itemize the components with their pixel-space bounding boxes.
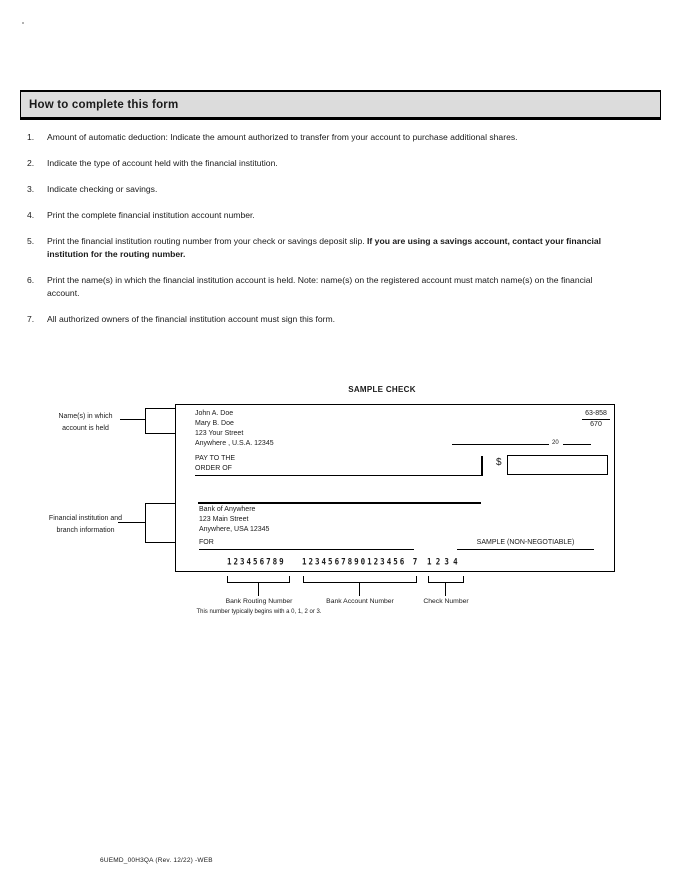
pay-to-line2: ORDER OF xyxy=(195,465,232,472)
micr-account-number: 1234567890123456 7 xyxy=(302,556,420,567)
routing-caption: Bank Routing Number xyxy=(225,598,293,605)
item-text: Indicate checking or savings. xyxy=(47,184,158,194)
callout-bank-line2: branch information xyxy=(56,526,115,534)
for-line xyxy=(199,549,414,550)
callout-names-bracket xyxy=(145,408,175,434)
item-number: 4. xyxy=(27,210,35,220)
payee-line-end-tick xyxy=(481,456,483,476)
item-number: 1. xyxy=(27,132,35,142)
item-text: Indicate the type of account held with t… xyxy=(47,158,278,168)
check-payor-block: John A. Doe Mary B. Doe 123 Your Street … xyxy=(195,409,274,449)
item-text: All authorized owners of the financial i… xyxy=(47,314,336,324)
item-text-normal: Print the financial institution routing … xyxy=(47,236,368,246)
instruction-item-6: 6. Print the name(s) in which the financ… xyxy=(27,274,612,300)
item-number: 3. xyxy=(27,184,35,194)
instruction-item-7: 7. All authorized owners of the financia… xyxy=(27,313,612,326)
routing-bracket-stem xyxy=(258,583,260,596)
callout-names-connector-line xyxy=(120,419,145,421)
sample-check-title: SAMPLE CHECK xyxy=(348,385,416,394)
fraction-numerator: 63-858 xyxy=(582,409,610,420)
item-text: Print the name(s) in which the financial… xyxy=(47,275,593,298)
item-number: 7. xyxy=(27,314,35,324)
for-label: FOR xyxy=(199,539,214,546)
item-text: Amount of automatic deduction: Indicate … xyxy=(47,132,518,142)
item-text-bold: If you are using a savings account, cont… xyxy=(47,236,602,259)
date-line xyxy=(452,444,549,445)
date-year-line xyxy=(563,444,591,445)
bank-separator-line xyxy=(198,502,481,504)
payee-line xyxy=(195,475,482,476)
dollar-sign: $ xyxy=(496,457,502,468)
payor-name-2: Mary B. Doe xyxy=(195,420,234,427)
check-number-bracket-stem xyxy=(445,583,447,596)
payor-city: Anywhere , U.S.A. 12345 xyxy=(195,440,274,447)
check-number-caption: Check Number xyxy=(423,598,469,605)
check-bank-block: Bank of Anywhere 123 Main Street Anywher… xyxy=(199,505,269,535)
instruction-item-3: 3. Indicate checking or savings. xyxy=(27,183,612,196)
callout-bank-connector-line xyxy=(118,522,145,524)
account-bracket-stem xyxy=(359,583,361,596)
fraction-denominator: 670 xyxy=(590,421,602,428)
callout-names-line1: Name(s) in which xyxy=(58,413,113,420)
instruction-item-2: 2. Indicate the type of account held wit… xyxy=(27,157,612,170)
callout-names-label: Name(s) in which account is held xyxy=(38,411,133,434)
instruction-item-4: 4. Print the complete financial institut… xyxy=(27,209,612,222)
signature-line xyxy=(457,549,594,550)
pay-to-block: PAY TO THE ORDER OF xyxy=(195,454,235,474)
routing-bracket xyxy=(227,576,290,583)
item-number: 2. xyxy=(27,158,35,168)
scan-artifact-dot xyxy=(22,22,24,24)
payor-street: 123 Your Street xyxy=(195,430,244,437)
check-routing-fraction: 63-858 670 xyxy=(582,409,610,430)
section-title: How to complete this form xyxy=(29,98,179,111)
bank-name: Bank of Anywhere xyxy=(199,506,256,513)
sample-check: John A. Doe Mary B. Doe 123 Your Street … xyxy=(175,404,615,572)
callout-names-line2: account is held xyxy=(62,424,109,432)
callout-bank-line1: Financial institution and xyxy=(48,515,123,522)
pay-to-line1: PAY TO THE xyxy=(195,455,236,462)
account-caption: Bank Account Number xyxy=(326,598,394,605)
micr-routing-number: 123456789 xyxy=(227,556,286,567)
callout-bank-label: Financial institution and branch informa… xyxy=(33,513,138,536)
form-number-footer: 6UEMD_00H3QA (Rev. 12/22) -WEB xyxy=(100,857,213,864)
section-header-bar: How to complete this form xyxy=(20,90,661,120)
instruction-list: 1. Amount of automatic deduction: Indica… xyxy=(27,131,612,339)
callout-bank-bracket xyxy=(145,503,175,543)
bank-city: Anywhere, USA 12345 xyxy=(199,526,270,533)
instruction-item-5: 5. Print the financial institution routi… xyxy=(27,235,612,261)
item-text: Print the complete financial institution… xyxy=(47,210,255,220)
micr-check-number: 1234 xyxy=(427,556,462,567)
date-year-prefix: 20 xyxy=(552,440,559,446)
routing-note: This number typically begins with a 0, 1… xyxy=(196,609,322,615)
instruction-item-1: 1. Amount of automatic deduction: Indica… xyxy=(27,131,612,144)
sample-non-negotiable-label: SAMPLE (NON-NEGOTIABLE) xyxy=(476,539,575,546)
amount-box xyxy=(507,455,608,475)
check-number-bracket xyxy=(428,576,464,583)
item-number: 6. xyxy=(27,275,35,285)
account-bracket xyxy=(303,576,417,583)
bank-street: 123 Main Street xyxy=(199,516,249,523)
item-number: 5. xyxy=(27,236,35,246)
payor-name-1: John A. Doe xyxy=(195,410,234,417)
item-text: Print the financial institution routing … xyxy=(47,235,612,261)
